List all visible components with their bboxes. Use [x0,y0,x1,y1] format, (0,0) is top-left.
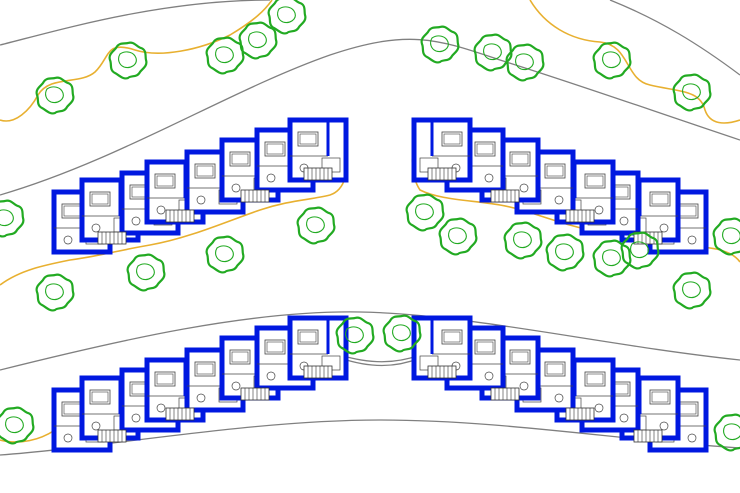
tree-icon [672,73,712,112]
terrace-stair [165,209,195,223]
contour-line [609,0,740,76]
tree-icon [238,21,278,60]
terrace-stair [633,429,663,443]
tree-icon [713,413,740,452]
footpath [0,149,348,286]
tree-icon [296,206,336,245]
tree-icon [420,25,460,64]
terrace-stair [427,167,457,181]
contour-line [0,0,271,46]
cluster-bottom-right [414,318,706,450]
tree-icon [35,273,75,312]
tree-icon [205,235,245,274]
terrace-stair [565,407,595,421]
tree-icon [473,33,513,72]
contour-line [0,38,740,196]
tree-icon [505,43,545,82]
tree-icon [592,239,632,278]
terrace-stair [97,429,127,443]
tree-icon [0,406,35,445]
contour-line [339,354,421,363]
tree-icon [672,271,712,310]
footpath [529,0,740,124]
tree-icon [0,199,25,238]
terrace-stair [303,167,333,181]
cluster-top-right [414,120,706,252]
footpath [411,129,740,263]
tree-icon [405,193,445,232]
terrace-stair [490,387,520,401]
terrace-stair [97,231,127,245]
tree-icon [267,0,307,35]
tree-icon [205,36,245,75]
terrace-stair [303,365,333,379]
terrace-stair [565,209,595,223]
terrace-stair [427,365,457,379]
contour-line [0,311,740,371]
cluster-bottom-left [54,318,346,450]
terrace-stair [240,387,270,401]
tree-icon [126,253,166,292]
tree-icon [438,217,478,256]
tree-icon [545,233,585,272]
tree-icon [503,221,543,260]
terrace-stair [240,189,270,203]
terrace-stair [165,407,195,421]
tree-icon [712,217,740,256]
terrace-stair [490,189,520,203]
